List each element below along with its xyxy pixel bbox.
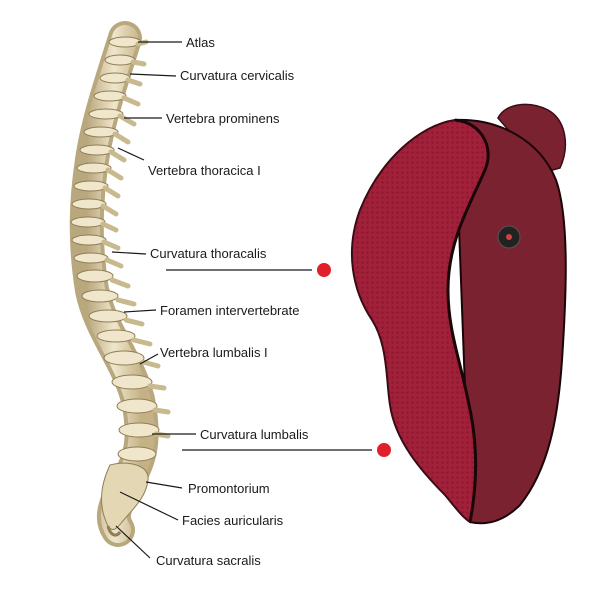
label-curvatura-sacralis: Curvatura sacralis (156, 553, 261, 568)
power-button-icon (497, 225, 521, 249)
label-promontorium: Promontorium (188, 481, 270, 496)
label-vertebra-lumbalis-i: Vertebra lumbalis I (160, 345, 268, 360)
label-vertebra-prominens: Vertebra prominens (166, 111, 280, 126)
spine-leader-lines (111, 41, 196, 559)
label-facies-auricularis: Facies auricularis (182, 513, 284, 528)
label-vertebra-thoracica-i: Vertebra thoracica I (148, 163, 261, 178)
label-curvatura-thoracalis: Curvatura thoracalis (150, 246, 267, 261)
spine-icon (69, 21, 171, 547)
thoracic-marker-dot (317, 263, 331, 277)
lumbar-marker-dot (377, 443, 391, 457)
label-curvatura-lumbalis: Curvatura lumbalis (200, 427, 309, 442)
label-atlas: Atlas (186, 35, 215, 50)
lumbar-cushion-icon (350, 103, 567, 525)
label-foramen-intervertebrate: Foramen intervertebrate (160, 303, 300, 318)
cushion-leader-lines (166, 269, 372, 451)
label-curvatura-cervicalis: Curvatura cervicalis (180, 68, 295, 83)
